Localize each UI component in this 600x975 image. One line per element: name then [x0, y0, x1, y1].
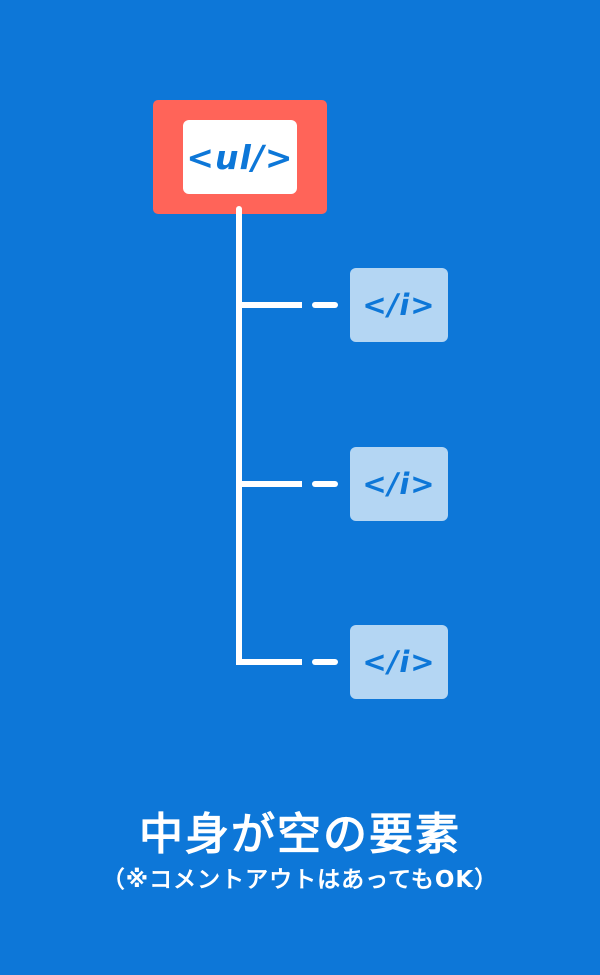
- li-tag-label: </i>: [362, 645, 436, 679]
- caption-title: 中身が空の要素: [139, 809, 461, 860]
- li-child-node-1: </i>: [350, 268, 448, 342]
- ul-tag-label: <ul/>: [186, 137, 294, 177]
- branch-dash-1: [312, 302, 338, 308]
- branch-dash-2: [312, 481, 338, 487]
- li-child-node-3: </i>: [350, 625, 448, 699]
- ul-tag-card: <ul/>: [183, 120, 297, 194]
- caption-subtitle: （※コメントアウトはあってもOK）: [101, 867, 499, 893]
- branch-line-2: [236, 481, 302, 487]
- li-tag-label: </i>: [362, 467, 436, 501]
- branch-line-1: [236, 302, 302, 308]
- branch-dash-3: [312, 659, 338, 665]
- branch-line-3: [236, 659, 302, 665]
- li-child-node-2: </i>: [350, 447, 448, 521]
- ul-parent-node: <ul/>: [153, 100, 327, 214]
- li-tag-label: </i>: [362, 288, 436, 322]
- tree-trunk-line: [236, 206, 242, 665]
